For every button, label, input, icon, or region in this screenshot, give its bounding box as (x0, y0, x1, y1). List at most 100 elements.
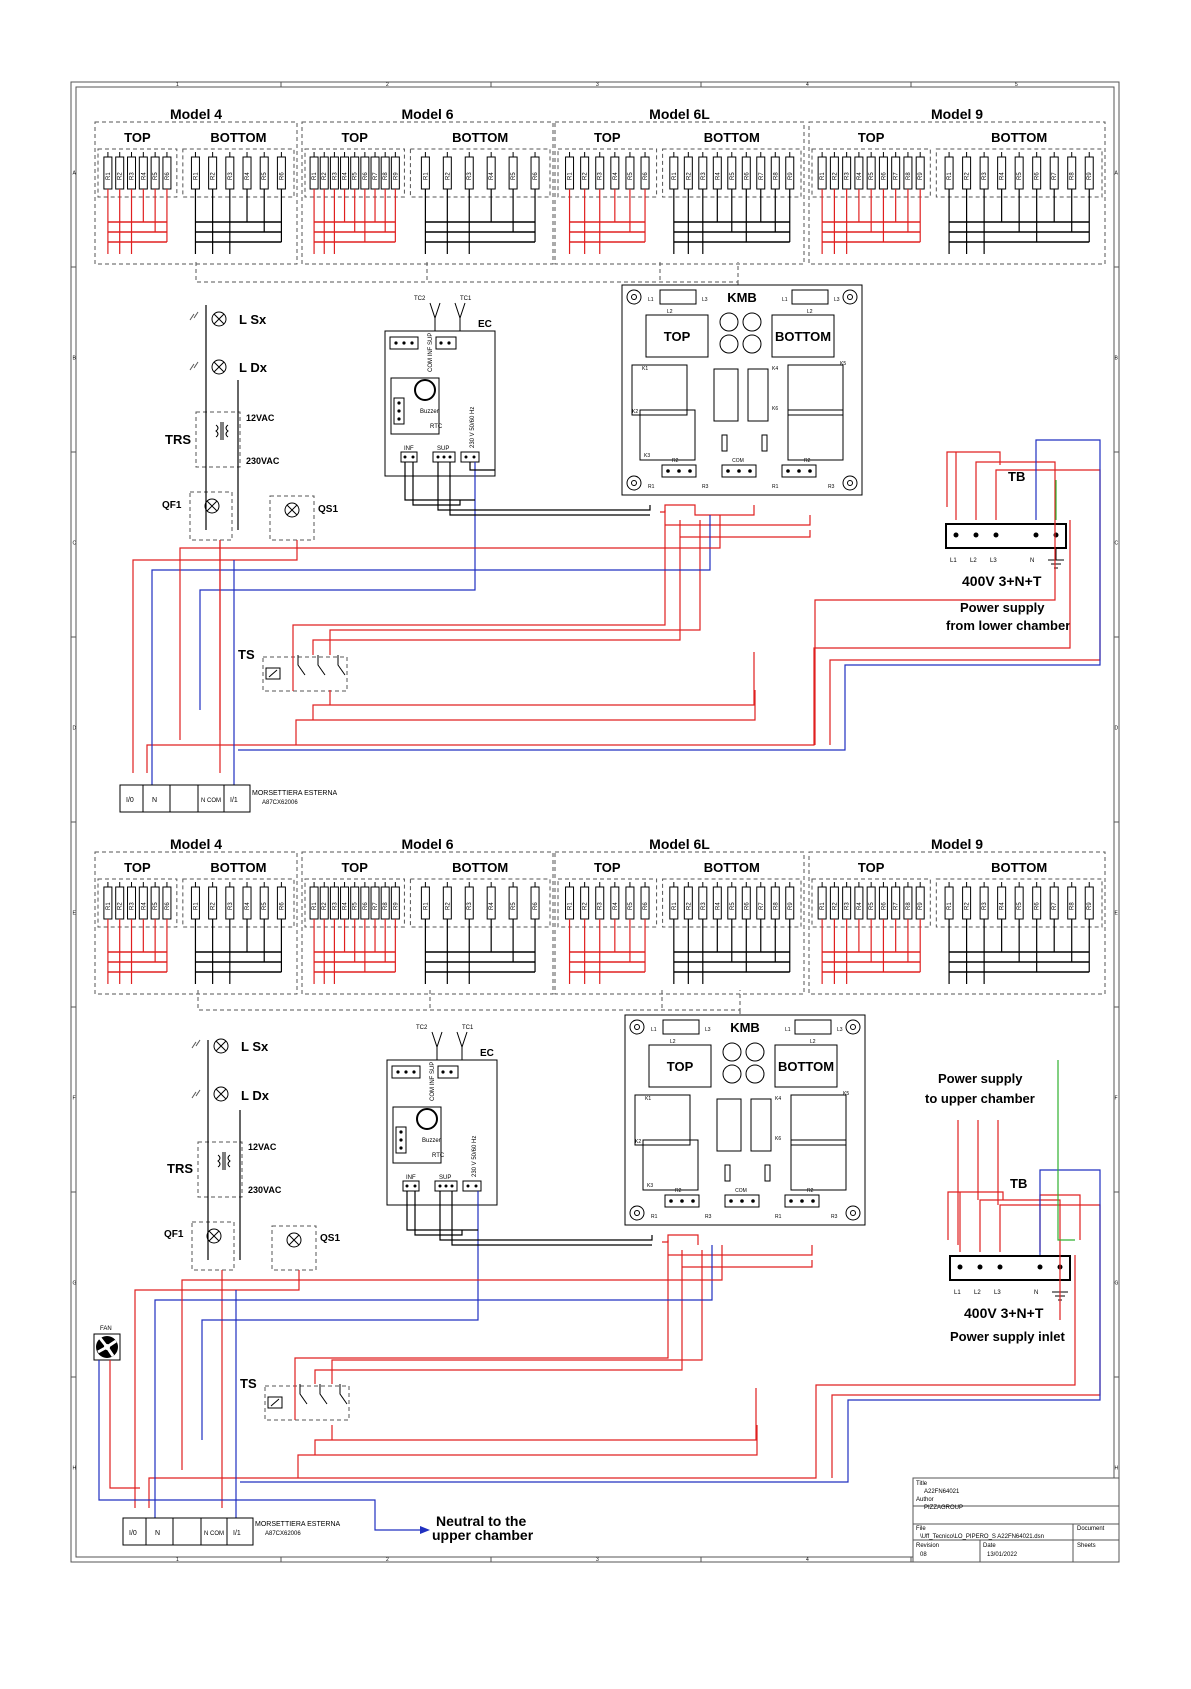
lamp-right: L Dx (191, 1086, 270, 1103)
resistor-label: R1 (312, 902, 318, 910)
top-label: TOP (594, 130, 621, 145)
resistor-label: R3 (982, 902, 988, 910)
mount-hole (850, 1024, 856, 1030)
upper-supply-label-2: to upper chamber (925, 1091, 1035, 1106)
grid-col-label: 3 (596, 82, 599, 88)
rtc-label: RTC (430, 424, 443, 430)
resistor-label: R1 (423, 172, 429, 180)
mount-hole (626, 289, 642, 305)
kmb-l3: L3 (837, 1027, 843, 1033)
v12-label: 12VAC (246, 413, 275, 423)
resistor-label: R6 (744, 172, 750, 180)
kmb-r3: R3 (828, 484, 835, 490)
file-value: \Uff_Tecnico\LO_PIPERO_S A22FN64021.dsn (920, 1534, 1044, 1540)
kmb-resistor (721, 434, 728, 452)
kmb-terminal-pin (680, 1199, 684, 1203)
kmb-bottom-label: BOTTOM (775, 329, 831, 344)
thermostat-ts: TS (238, 647, 348, 692)
kmb-r1: R1 (772, 484, 779, 490)
kmb-capacitor (719, 334, 739, 354)
resistor-label: R9 (393, 902, 399, 910)
kmb-contactor (790, 1094, 847, 1146)
tb-label: TB (1008, 469, 1025, 484)
resistor-label: R5 (353, 172, 359, 180)
resistor-label: R4 (489, 172, 495, 180)
kmb-contactor (639, 409, 696, 461)
resistor-label: R6 (1035, 172, 1041, 180)
term-i1: I/1 (230, 797, 238, 804)
wiring (132, 305, 1101, 790)
terminal-block-label: MORSETTIERA ESTERNA (255, 1521, 341, 1528)
kmb-top-label: TOP (664, 329, 691, 344)
tb-n: N (1030, 558, 1034, 564)
kmb-contactor (790, 1139, 847, 1191)
model-frame (808, 121, 1106, 265)
resistor-label: R6 (643, 172, 649, 180)
resistor-label: R1 (672, 902, 678, 910)
lamp-right-label: L Dx (239, 360, 268, 375)
kmb-top-label: TOP (667, 1059, 694, 1074)
resistor-label: R6 (1035, 902, 1041, 910)
kmb-k4: K4 (775, 1096, 781, 1102)
kmb-terminal-pin (688, 469, 692, 473)
kmb-terminal (781, 464, 817, 478)
title-value: A22FN64021 (924, 1489, 960, 1495)
kmb-r3: R3 (702, 484, 709, 490)
model-title: Model 4 (170, 106, 222, 122)
resistor-label: R1 (193, 172, 199, 180)
resistor-label: R1 (106, 172, 112, 180)
top-label: TOP (124, 130, 151, 145)
kmb-terminal-pin (666, 469, 670, 473)
grid-col-label: 5 (1015, 82, 1018, 88)
upper-supply-label: Power supply (938, 1071, 1023, 1086)
mount-hole (629, 1019, 645, 1035)
kmb-k5: K5 (840, 361, 846, 367)
grid-row-label: A (1115, 171, 1119, 177)
terminal-code-label: A87CX62006 (265, 1531, 301, 1537)
resistor-group-frame (557, 148, 658, 198)
kmb-r3: R3 (705, 1214, 712, 1220)
buzzer-label: Buzzer (422, 1138, 441, 1144)
kmb-terminal-pin (691, 1199, 695, 1203)
resistor-label: R9 (1087, 172, 1093, 180)
buzzer-label: Buzzer (420, 409, 439, 415)
resistor-label: R3 (228, 172, 234, 180)
resistor-label: R5 (628, 172, 634, 180)
model-link-lines (197, 990, 741, 1018)
grid-row-label: D (73, 726, 77, 732)
top-label: TOP (858, 860, 885, 875)
kmb-capacitor (719, 312, 739, 332)
resistor-label: R1 (947, 172, 953, 180)
resistor-label: R2 (965, 902, 971, 910)
bottom-label: BOTTOM (210, 130, 266, 145)
model-title: Model 9 (931, 106, 983, 122)
resistor-label: R7 (759, 902, 765, 910)
electronic-controller: EC TC2 TC1 COM INF SUP Buzzer RTC 230 V … (384, 296, 496, 477)
grid-row-label: F (1115, 1096, 1118, 1102)
date-caption: Date (983, 1543, 996, 1549)
model-title: Model 6 (401, 836, 453, 852)
inf-label: INF (406, 1175, 416, 1181)
resistor-label: R6 (881, 172, 887, 180)
kmb-k5: K5 (843, 1091, 849, 1097)
kmb-terminal (664, 1194, 700, 1208)
kmb-l1: L1 (648, 297, 654, 303)
resistor-label: R8 (1070, 172, 1076, 180)
resistor-label: R3 (332, 172, 338, 180)
com-inf-sup-label: COM INF SUP (430, 1062, 436, 1101)
electronic-controller: EC TC2 TC1 COM INF SUP Buzzer RTC 230 V … (386, 1025, 498, 1206)
resistor-label: R7 (373, 902, 379, 910)
revision-value: 08 (920, 1552, 927, 1558)
transformer: TRS 12VAC 230VAC (167, 1141, 282, 1198)
resistor-label: R2 (445, 172, 451, 180)
resistor-label: R5 (153, 902, 159, 910)
grid-col-label: 4 (806, 82, 809, 88)
terminal-block-label: MORSETTIERA ESTERNA (252, 790, 338, 797)
kmb-label: KMB (727, 290, 757, 305)
